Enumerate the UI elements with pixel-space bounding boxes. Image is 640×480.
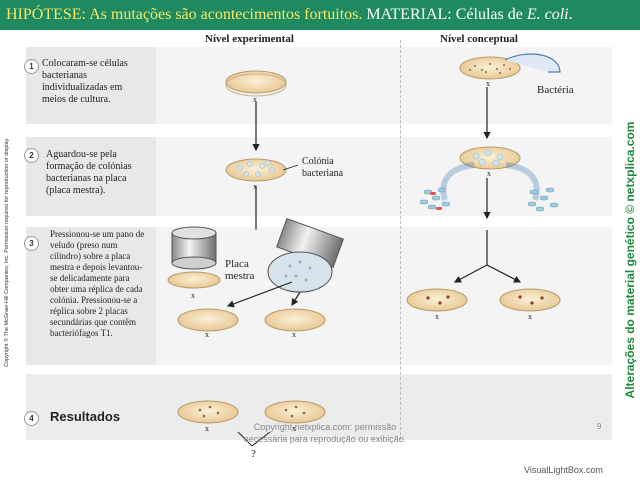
step3-line: bacteriófagos T1. bbox=[50, 328, 113, 338]
copyright-side-text: Copyright © The McGraw-Hill Companies, I… bbox=[4, 137, 10, 367]
x-mark: x bbox=[292, 330, 296, 339]
title-bar bbox=[0, 0, 640, 30]
netxplica-side-watermark: Alterações do material genético © netxpl… bbox=[623, 121, 637, 399]
column-header-experimental: Nível experimental bbox=[205, 33, 294, 45]
master-plate-label-line: mestra bbox=[225, 270, 255, 282]
x-mark: x bbox=[292, 424, 296, 433]
master-plate-label: Placa mestra bbox=[225, 258, 254, 282]
master-plate-label-line: Placa bbox=[225, 258, 249, 270]
x-mark: x bbox=[486, 79, 490, 88]
x-mark: x bbox=[487, 169, 491, 178]
arrow-to-secondary-left bbox=[226, 281, 293, 308]
column-header-conceptual: Nível conceptual bbox=[440, 33, 518, 45]
secondary-plate-right bbox=[264, 308, 326, 332]
colony-label-line: Colónia bbox=[302, 156, 334, 167]
page-number: 9 bbox=[597, 422, 602, 431]
copyright-center-line: necessária para reprodução ou exibição. bbox=[243, 434, 407, 444]
copyright-center-line: Copyright netxplica.com: permissão bbox=[253, 422, 397, 432]
step1-line: meios de cultura. bbox=[42, 94, 111, 105]
step1-line: Colocaram-se células bbox=[42, 58, 128, 69]
step3-line: mestra e depois levantou- bbox=[50, 262, 143, 272]
plate-step2-experimental bbox=[225, 158, 287, 182]
visuallightbox-brand: VisualLightBox.com bbox=[524, 465, 603, 475]
bacteria-callout-arrow bbox=[504, 53, 561, 73]
step2-line: bacterianas na placa bbox=[46, 173, 127, 184]
result-plate-left bbox=[177, 400, 239, 424]
step3-line: Pressionou-se um pano de bbox=[50, 229, 145, 239]
material-prefix: MATERIAL: Células de bbox=[362, 6, 527, 23]
step-text-1: Colocaram-se células bacterianas individ… bbox=[42, 58, 128, 106]
secondary-plate-left bbox=[177, 308, 239, 332]
step3-line: veludo (preso num bbox=[50, 240, 118, 250]
step-text-3: Pressionou-se um pano de veludo (preso n… bbox=[50, 229, 144, 339]
x-mark: x bbox=[253, 182, 257, 191]
results-bracket bbox=[237, 431, 271, 447]
x-mark: x bbox=[435, 312, 439, 321]
step-number-2: 2 bbox=[24, 148, 39, 163]
conceptual-plate-left bbox=[406, 288, 468, 312]
x-mark: x bbox=[528, 312, 532, 321]
zoom-arrow-right bbox=[505, 162, 540, 201]
arrow-to-secondary-right bbox=[291, 291, 301, 307]
step3-line: cilindro) sobre a placa bbox=[50, 251, 131, 261]
step2-line: (placa mestra). bbox=[46, 185, 106, 196]
step1-line: bacterianas bbox=[42, 70, 87, 81]
conceptual-plate-right bbox=[499, 288, 561, 312]
step-number-3: 3 bbox=[24, 236, 39, 251]
step3-line: se delicadamente para bbox=[50, 273, 130, 283]
colony-label-line: bacteriana bbox=[302, 168, 344, 179]
material-species: E. coli bbox=[526, 6, 569, 23]
step3-line: obter uma réplica de cada bbox=[50, 284, 143, 294]
step2-line: Aguardou-se pela bbox=[46, 149, 117, 160]
x-mark: x bbox=[253, 95, 257, 104]
colony-cluster-left bbox=[419, 187, 451, 210]
arrow-to-plate-right bbox=[486, 264, 522, 283]
velvet-cylinder-small bbox=[167, 226, 221, 289]
step-text-2: Aguardou-se pela formação de colónias ba… bbox=[46, 149, 132, 197]
colony-pointer bbox=[282, 164, 299, 171]
arrow-to-plate-left bbox=[453, 264, 488, 283]
velvet-cylinder-large bbox=[267, 218, 344, 293]
plate-step1-conceptual bbox=[459, 56, 521, 80]
question-mark: ? bbox=[251, 448, 256, 460]
material-suffix: . bbox=[568, 6, 573, 23]
copyright-center-watermark: Copyright netxplica.com: permissão neces… bbox=[200, 421, 450, 445]
x-mark: x bbox=[205, 424, 209, 433]
column-divider bbox=[400, 40, 401, 440]
step3-line: secundárias que contêm bbox=[50, 317, 136, 327]
result-plate-right bbox=[264, 400, 326, 424]
zoom-arrow-left bbox=[440, 162, 475, 201]
colony-cluster-right bbox=[527, 187, 559, 212]
colony-label: Colónia bacteriana bbox=[302, 156, 343, 180]
bacteria-label: Bactéria bbox=[537, 84, 574, 96]
step-number-4: 4 bbox=[24, 411, 39, 426]
step-number-1: 1 bbox=[24, 59, 39, 74]
step3-line: réplica sobre 2 placas bbox=[50, 306, 128, 316]
step1-line: individualizadas em bbox=[42, 82, 123, 93]
hypothesis-text: HIPÓTESE: As mutações são acontecimentos… bbox=[6, 6, 363, 23]
x-mark: x bbox=[191, 291, 195, 300]
plate-step1-experimental bbox=[225, 70, 287, 97]
step2-line: formação de colónias bbox=[46, 161, 132, 172]
slide-title: HIPÓTESE: As mutações são acontecimentos… bbox=[6, 6, 573, 24]
plate-step2-conceptual bbox=[459, 146, 521, 170]
step3-line: colónia. Pressionou-se a bbox=[50, 295, 138, 305]
results-heading: Resultados bbox=[50, 409, 121, 424]
x-mark: x bbox=[205, 330, 209, 339]
